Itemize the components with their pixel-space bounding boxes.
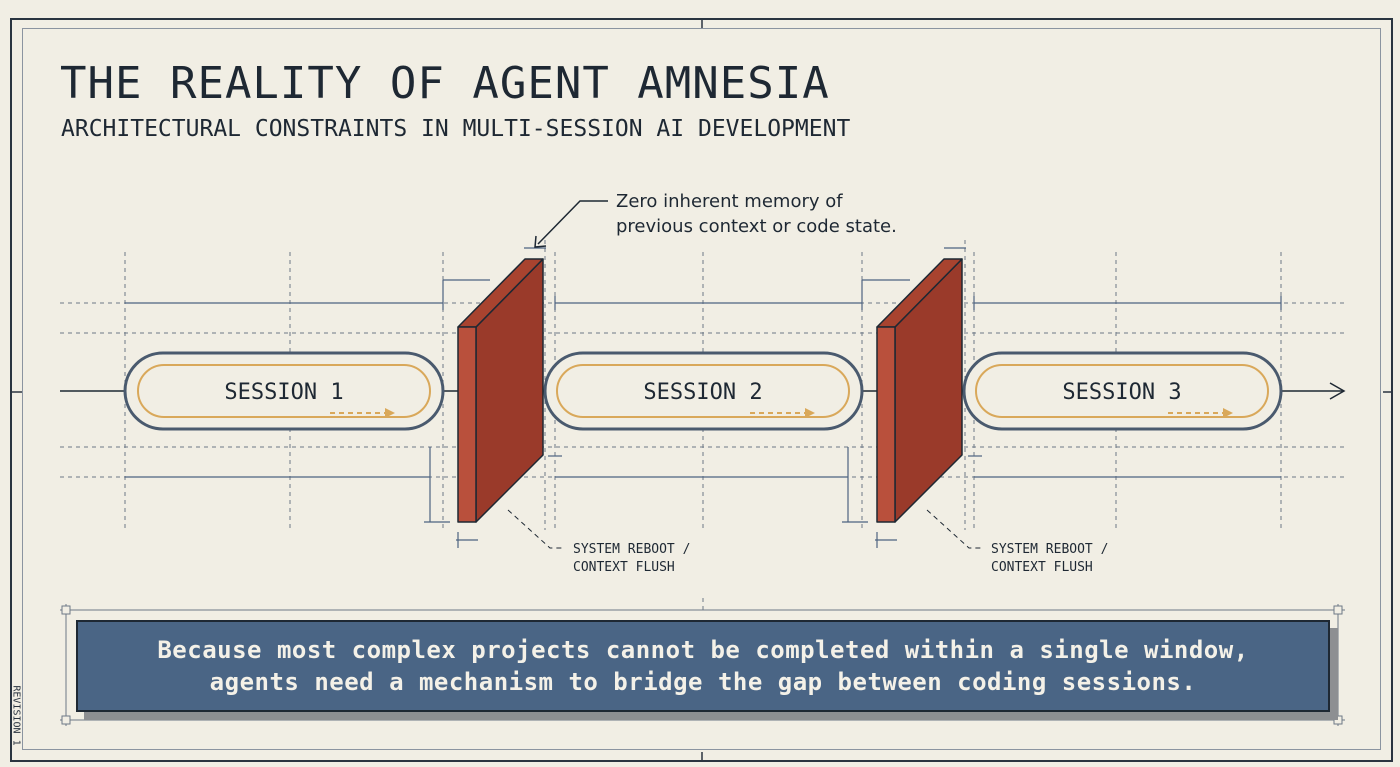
callout-frame <box>60 604 1345 726</box>
session-pill-3: SESSION 3 <box>962 351 1283 431</box>
barrier-2-label-line-2: CONTEXT FLUSH <box>991 560 1093 575</box>
page-subtitle: ARCHITECTURAL CONSTRAINTS IN MULTI-SESSI… <box>61 116 851 142</box>
barrier-front <box>457 326 477 523</box>
barrier-wall-1 <box>457 258 544 523</box>
barrier-2-label-line-1: SYSTEM REBOOT / <box>991 542 1108 557</box>
barrier-front <box>876 326 896 523</box>
callout-line-2: agents need a mechanism to bridge the ga… <box>209 668 1197 696</box>
page-title: THE REALITY OF AGENT AMNESIA <box>60 58 830 109</box>
barrier-leaders <box>507 509 984 549</box>
barrier-1-label-line-2: CONTEXT FLUSH <box>573 560 675 575</box>
session-label: SESSION 1 <box>224 380 343 405</box>
frame-ticks <box>10 18 1393 762</box>
annotation-leader <box>534 200 608 248</box>
timeline-arrowhead <box>1329 382 1346 400</box>
callout-line-1: Because most complex projects cannot be … <box>157 636 1249 664</box>
annotation-line-1: Zero inherent memory of <box>616 191 843 212</box>
callout-box: Because most complex projects cannot be … <box>76 620 1330 712</box>
revision-margin-label: REVISION 1 <box>10 685 22 746</box>
dimension-lines <box>125 247 1282 548</box>
barrier-1-label-line-1: SYSTEM REBOOT / <box>573 542 690 557</box>
barrier-wall-2 <box>876 258 963 523</box>
timeline <box>60 382 1346 400</box>
session-pill-1: SESSION 1 <box>123 351 445 431</box>
inner-frame <box>22 28 1381 750</box>
annotation-line-2: previous context or code state. <box>616 216 897 237</box>
session-label: SESSION 2 <box>643 380 762 405</box>
session-pill-2: SESSION 2 <box>543 351 864 431</box>
annotation-arrowhead <box>534 235 547 248</box>
session-label: SESSION 3 <box>1062 380 1181 405</box>
